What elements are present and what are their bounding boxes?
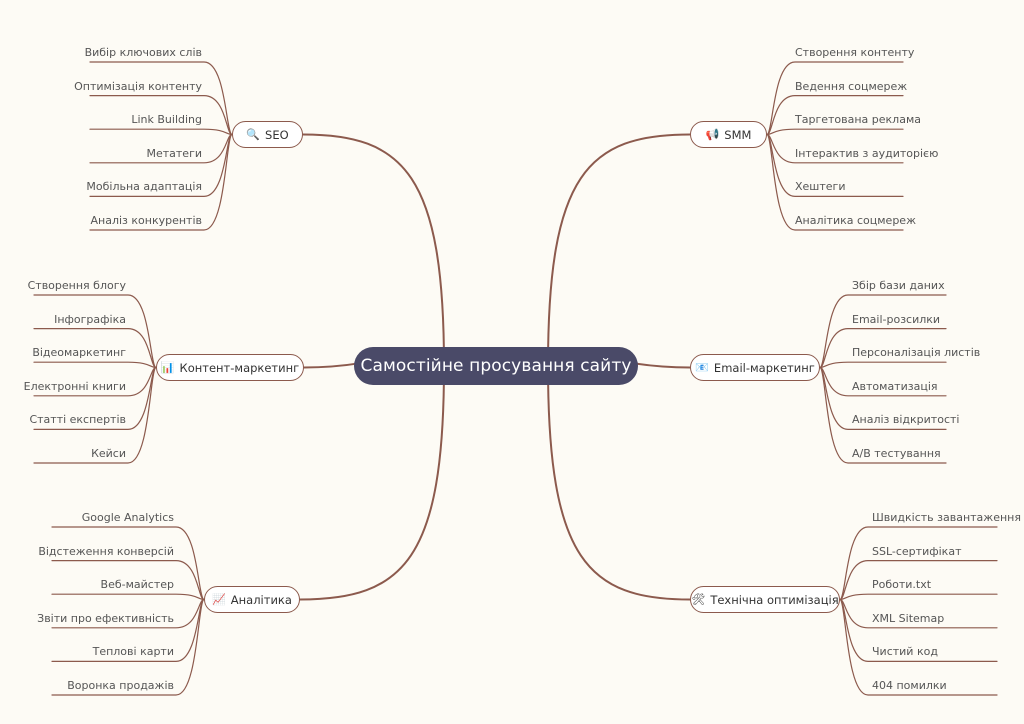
connector-line bbox=[766, 61, 904, 136]
connector-line bbox=[547, 365, 691, 601]
leaf-item[interactable]: A/B тестування bbox=[852, 447, 941, 460]
branch-label: Технічна оптимізація bbox=[710, 592, 839, 607]
leaf-item[interactable]: Роботи.txt bbox=[872, 578, 932, 592]
connector-line bbox=[819, 366, 947, 464]
center-topic-label: Самостійне просування сайту bbox=[360, 356, 632, 376]
leaf-item[interactable]: Теплові карти bbox=[92, 645, 174, 659]
leaf-item[interactable]: Кейси bbox=[91, 447, 126, 460]
leaf-item[interactable]: Інфографіка bbox=[54, 312, 126, 326]
tools-icon: 🛠 bbox=[691, 593, 706, 606]
leaf-item[interactable]: Мобільна адаптація bbox=[86, 180, 202, 194]
leaf-item[interactable]: XML Sitemap bbox=[872, 611, 945, 625]
connector-line bbox=[33, 328, 157, 369]
connector-line bbox=[51, 560, 205, 601]
leaf-item[interactable]: Таргетована реклама bbox=[795, 113, 921, 127]
leaf-item[interactable]: Аналітика соцмереж bbox=[795, 214, 916, 227]
connector-line bbox=[547, 133, 691, 367]
connector-line bbox=[766, 133, 904, 231]
connector-line bbox=[839, 593, 998, 601]
leaf-item[interactable]: Швидкість завантаження bbox=[872, 511, 1021, 524]
branch-node-1[interactable]: 📊 Контент-маркетинг bbox=[156, 354, 304, 381]
branch-label: Email-маркетинг bbox=[713, 360, 815, 375]
branch-label: Контент-маркетинг bbox=[179, 360, 300, 375]
leaf-item[interactable]: Link Building bbox=[131, 113, 202, 127]
branch-label: SMM bbox=[724, 127, 752, 142]
connector-line bbox=[33, 361, 157, 369]
connector-line bbox=[51, 593, 205, 601]
trend-chart-icon: 📈 bbox=[212, 593, 226, 606]
connector-line bbox=[302, 133, 445, 367]
branch-node-3[interactable]: 📢 SMM bbox=[690, 121, 767, 148]
connector-line bbox=[299, 365, 445, 601]
connector-line bbox=[819, 294, 947, 369]
leaf-item[interactable]: Оптимізація контенту bbox=[74, 79, 202, 93]
leaf-item[interactable]: Інтерактив з аудиторією bbox=[795, 146, 939, 160]
connector-line bbox=[839, 598, 998, 696]
chart-icon: 📊 bbox=[160, 361, 175, 374]
leaf-item[interactable]: Чистий код bbox=[872, 645, 938, 659]
leaf-item[interactable]: Метатеги bbox=[146, 146, 202, 160]
branch-node-5[interactable]: 🛠 Технічна оптимізація bbox=[690, 586, 840, 613]
center-topic[interactable]: Самостійне просування сайту bbox=[354, 347, 638, 385]
connector-line bbox=[839, 526, 998, 601]
leaf-item[interactable]: Google Analytics bbox=[81, 511, 174, 524]
leaf-item[interactable]: Відеомаркетинг bbox=[32, 346, 126, 360]
leaf-item[interactable]: Статті експертів bbox=[29, 413, 126, 427]
branch-node-0[interactable]: 🔍 SEO bbox=[232, 121, 303, 148]
branch-label: SEO bbox=[265, 127, 289, 142]
branch-label: Аналітика bbox=[230, 592, 292, 607]
connector-line bbox=[33, 294, 157, 369]
leaf-item[interactable]: Хештеги bbox=[795, 180, 846, 194]
search-icon: 🔍 bbox=[246, 128, 261, 141]
leaf-item[interactable]: Створення контенту bbox=[795, 46, 915, 59]
leaf-item[interactable]: Email-розсилки bbox=[852, 312, 941, 326]
leaf-item[interactable]: Аналіз відкритості bbox=[852, 413, 960, 427]
connector-line bbox=[819, 361, 947, 369]
leaf-item[interactable]: Вибір ключових слів bbox=[84, 46, 202, 59]
connector-line bbox=[766, 128, 904, 136]
leaf-item[interactable]: Збір бази даних bbox=[852, 279, 945, 292]
connector-line bbox=[89, 61, 233, 136]
leaf-item[interactable]: SSL-сертифікат bbox=[872, 544, 962, 558]
connector-line bbox=[51, 598, 205, 696]
connector-line bbox=[89, 95, 233, 136]
connector-line bbox=[33, 366, 157, 464]
leaf-item[interactable]: Звіти про ефективність bbox=[37, 611, 174, 625]
connector-line bbox=[819, 328, 947, 369]
connector-line bbox=[89, 128, 233, 136]
branch-node-4[interactable]: 📧 Email-маркетинг bbox=[690, 354, 820, 381]
megaphone-icon: 📢 bbox=[705, 128, 720, 141]
leaf-item[interactable]: 404 помилки bbox=[872, 679, 947, 692]
leaf-item[interactable]: Аналіз конкурентів bbox=[90, 214, 203, 227]
leaf-item[interactable]: Ведення соцмереж bbox=[795, 79, 908, 93]
branch-node-2[interactable]: 📈 Аналітика bbox=[204, 586, 300, 613]
leaf-item[interactable]: Веб-майстер bbox=[100, 578, 174, 592]
connector-line bbox=[89, 133, 233, 231]
leaf-item[interactable]: Відстеження конверсій bbox=[38, 544, 174, 558]
leaf-item[interactable]: Автоматизація bbox=[852, 379, 938, 393]
connector-line bbox=[51, 526, 205, 601]
leaf-item[interactable]: Воронка продажів bbox=[67, 679, 174, 692]
leaf-item[interactable]: Створення блогу bbox=[27, 279, 126, 292]
leaf-item[interactable]: Електронні книги bbox=[23, 379, 126, 393]
email-icon: 📧 bbox=[695, 361, 709, 374]
connector-line bbox=[839, 560, 998, 601]
leaf-item[interactable]: Персоналізація листів bbox=[852, 346, 981, 360]
connector-line bbox=[766, 95, 904, 136]
